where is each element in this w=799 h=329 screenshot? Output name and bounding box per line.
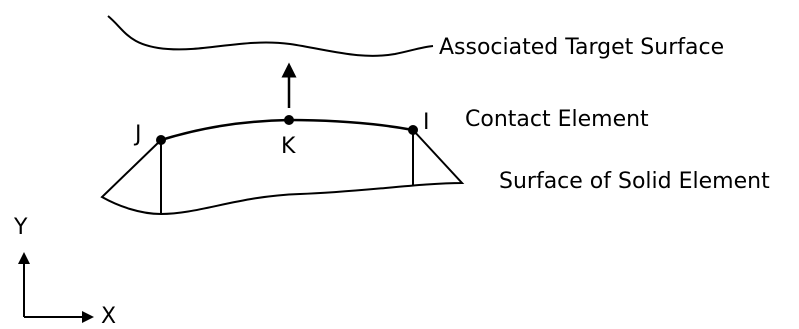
target-surface-label: Associated Target Surface <box>439 35 725 60</box>
y-axis-label: Y <box>14 215 28 240</box>
x-axis-label: X <box>101 304 117 329</box>
node-j <box>156 135 166 145</box>
node-j-label: J <box>135 122 142 147</box>
node-k <box>284 115 294 125</box>
solid-surface-label: Surface of Solid Element <box>499 169 770 194</box>
node-i-label: I <box>423 110 430 135</box>
target-surface-curve <box>107 15 434 57</box>
node-i <box>408 125 418 135</box>
solid-element-outline <box>100 129 465 216</box>
contact-element-label: Contact Element <box>465 107 649 132</box>
node-k-label: K <box>281 134 296 159</box>
